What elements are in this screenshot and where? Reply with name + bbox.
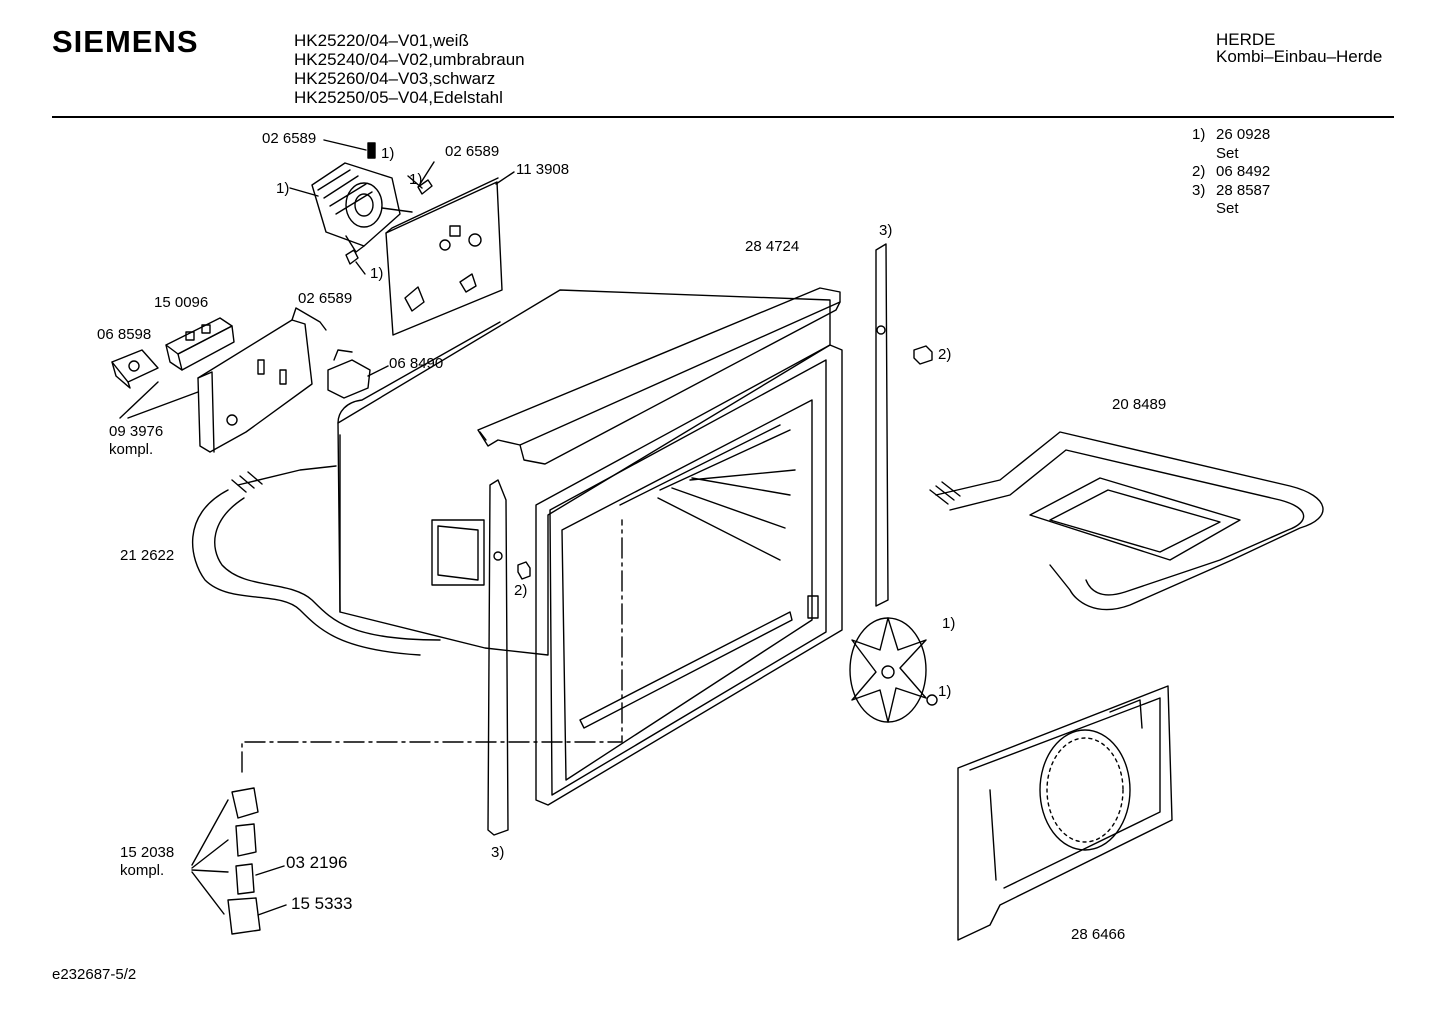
- ref-label: 1): [381, 145, 395, 162]
- part-label-026589: 02 6589: [262, 130, 317, 147]
- note-value: 28 8587: [1216, 181, 1271, 199]
- back-cover-drawing: [958, 686, 1172, 940]
- part-label-150096: 15 0096: [154, 294, 209, 311]
- side-rail-drawing: [488, 244, 888, 835]
- ref-label: 2): [514, 582, 528, 599]
- note-row: 3) 28 8587: [1192, 182, 1270, 201]
- part-label-032196: 03 2196: [286, 853, 348, 872]
- top-cover-drawing: [478, 288, 840, 464]
- model-line: HK25260/04–V03,schwarz: [294, 69, 496, 88]
- ref-label: 1): [942, 615, 956, 632]
- category-subtitle: Kombi–Einbau–Herde: [1216, 47, 1383, 66]
- brand-logo: SIEMENS: [52, 24, 199, 59]
- part-label-212622: 21 2622: [120, 547, 175, 564]
- leader-lines-upper: [120, 140, 514, 418]
- note-key: 2): [1192, 163, 1206, 180]
- part-label-068598: 06 8598: [97, 326, 152, 343]
- part-label-kompl: kompl.: [109, 441, 154, 458]
- ref-label: 1): [370, 265, 384, 282]
- ref-label: 1): [409, 171, 423, 188]
- oven-housing-drawing: [338, 290, 830, 655]
- ref-label: 2): [938, 346, 952, 363]
- header-divider: [52, 116, 1394, 118]
- note-row: 1) 26 0928: [1192, 126, 1270, 145]
- part-label-093976: 09 3976: [109, 423, 164, 440]
- parts-notes: 1) 26 0928 Set 2) 06 8492 3) 28 8587 Set: [1192, 126, 1270, 219]
- switch-drawing: [112, 350, 158, 388]
- part-label-068490: 06 8490: [389, 355, 444, 372]
- assembly-axis-lines: [242, 520, 622, 772]
- part-label-113908: 11 3908: [516, 161, 570, 178]
- thermostat-drawing: [328, 350, 370, 398]
- heating-element-upper-drawing: [930, 432, 1323, 610]
- note-row: Set: [1192, 145, 1270, 164]
- category-title: HERDE: [1216, 30, 1276, 49]
- clip-parts: [346, 180, 432, 264]
- note-value: 06 8492: [1216, 163, 1271, 180]
- part-label-kompl: kompl.: [120, 862, 165, 879]
- fan-motor-drawing: [312, 143, 412, 252]
- note-value: Set: [1216, 200, 1239, 217]
- note-key: 3): [1192, 181, 1206, 199]
- oven-cavity-drawing: [536, 345, 842, 805]
- drawing-code: e232687-5/2: [52, 966, 137, 983]
- part-label-208489: 20 8489: [1112, 396, 1167, 413]
- part-label-286466: 28 6466: [1071, 926, 1126, 943]
- category-block: HERDE Kombi–Einbau–Herde: [1216, 31, 1382, 65]
- heating-element-lower-drawing: [193, 466, 440, 655]
- ref-label: 1): [276, 180, 290, 197]
- model-list: HK25220/04–V01,weiß HK25240/04–V02,umbra…: [294, 31, 525, 107]
- ref-label: 3): [879, 222, 893, 239]
- part-label-026589: 02 6589: [298, 290, 353, 307]
- model-line: HK25220/04–V01,weiß: [294, 31, 469, 50]
- note-row: Set: [1192, 200, 1270, 219]
- note-value: Set: [1216, 144, 1239, 162]
- model-line: HK25250/05–V04,Edelstahl: [294, 88, 503, 107]
- part-label-152038: 15 2038: [120, 844, 175, 861]
- bracket-drawing: [198, 308, 326, 452]
- terminal-block-drawing: [166, 318, 234, 370]
- ref-label: 3): [491, 844, 505, 861]
- note-value: 26 0928: [1216, 126, 1271, 143]
- part-label-155333: 15 5333: [291, 894, 353, 913]
- ref-label: 1): [938, 683, 952, 700]
- note-row: 2) 06 8492: [1192, 163, 1270, 182]
- fan-drawing: [850, 618, 937, 722]
- note-key: 1): [1192, 126, 1206, 143]
- lamp-assembly-drawing: [192, 788, 286, 934]
- part-label-284724: 28 4724: [745, 238, 800, 255]
- mounting-plate-drawing: [386, 178, 502, 335]
- plug-drawing: [518, 346, 932, 579]
- model-line: HK25240/04–V02,umbrabraun: [294, 50, 525, 69]
- part-label-026589: 02 6589: [445, 143, 500, 160]
